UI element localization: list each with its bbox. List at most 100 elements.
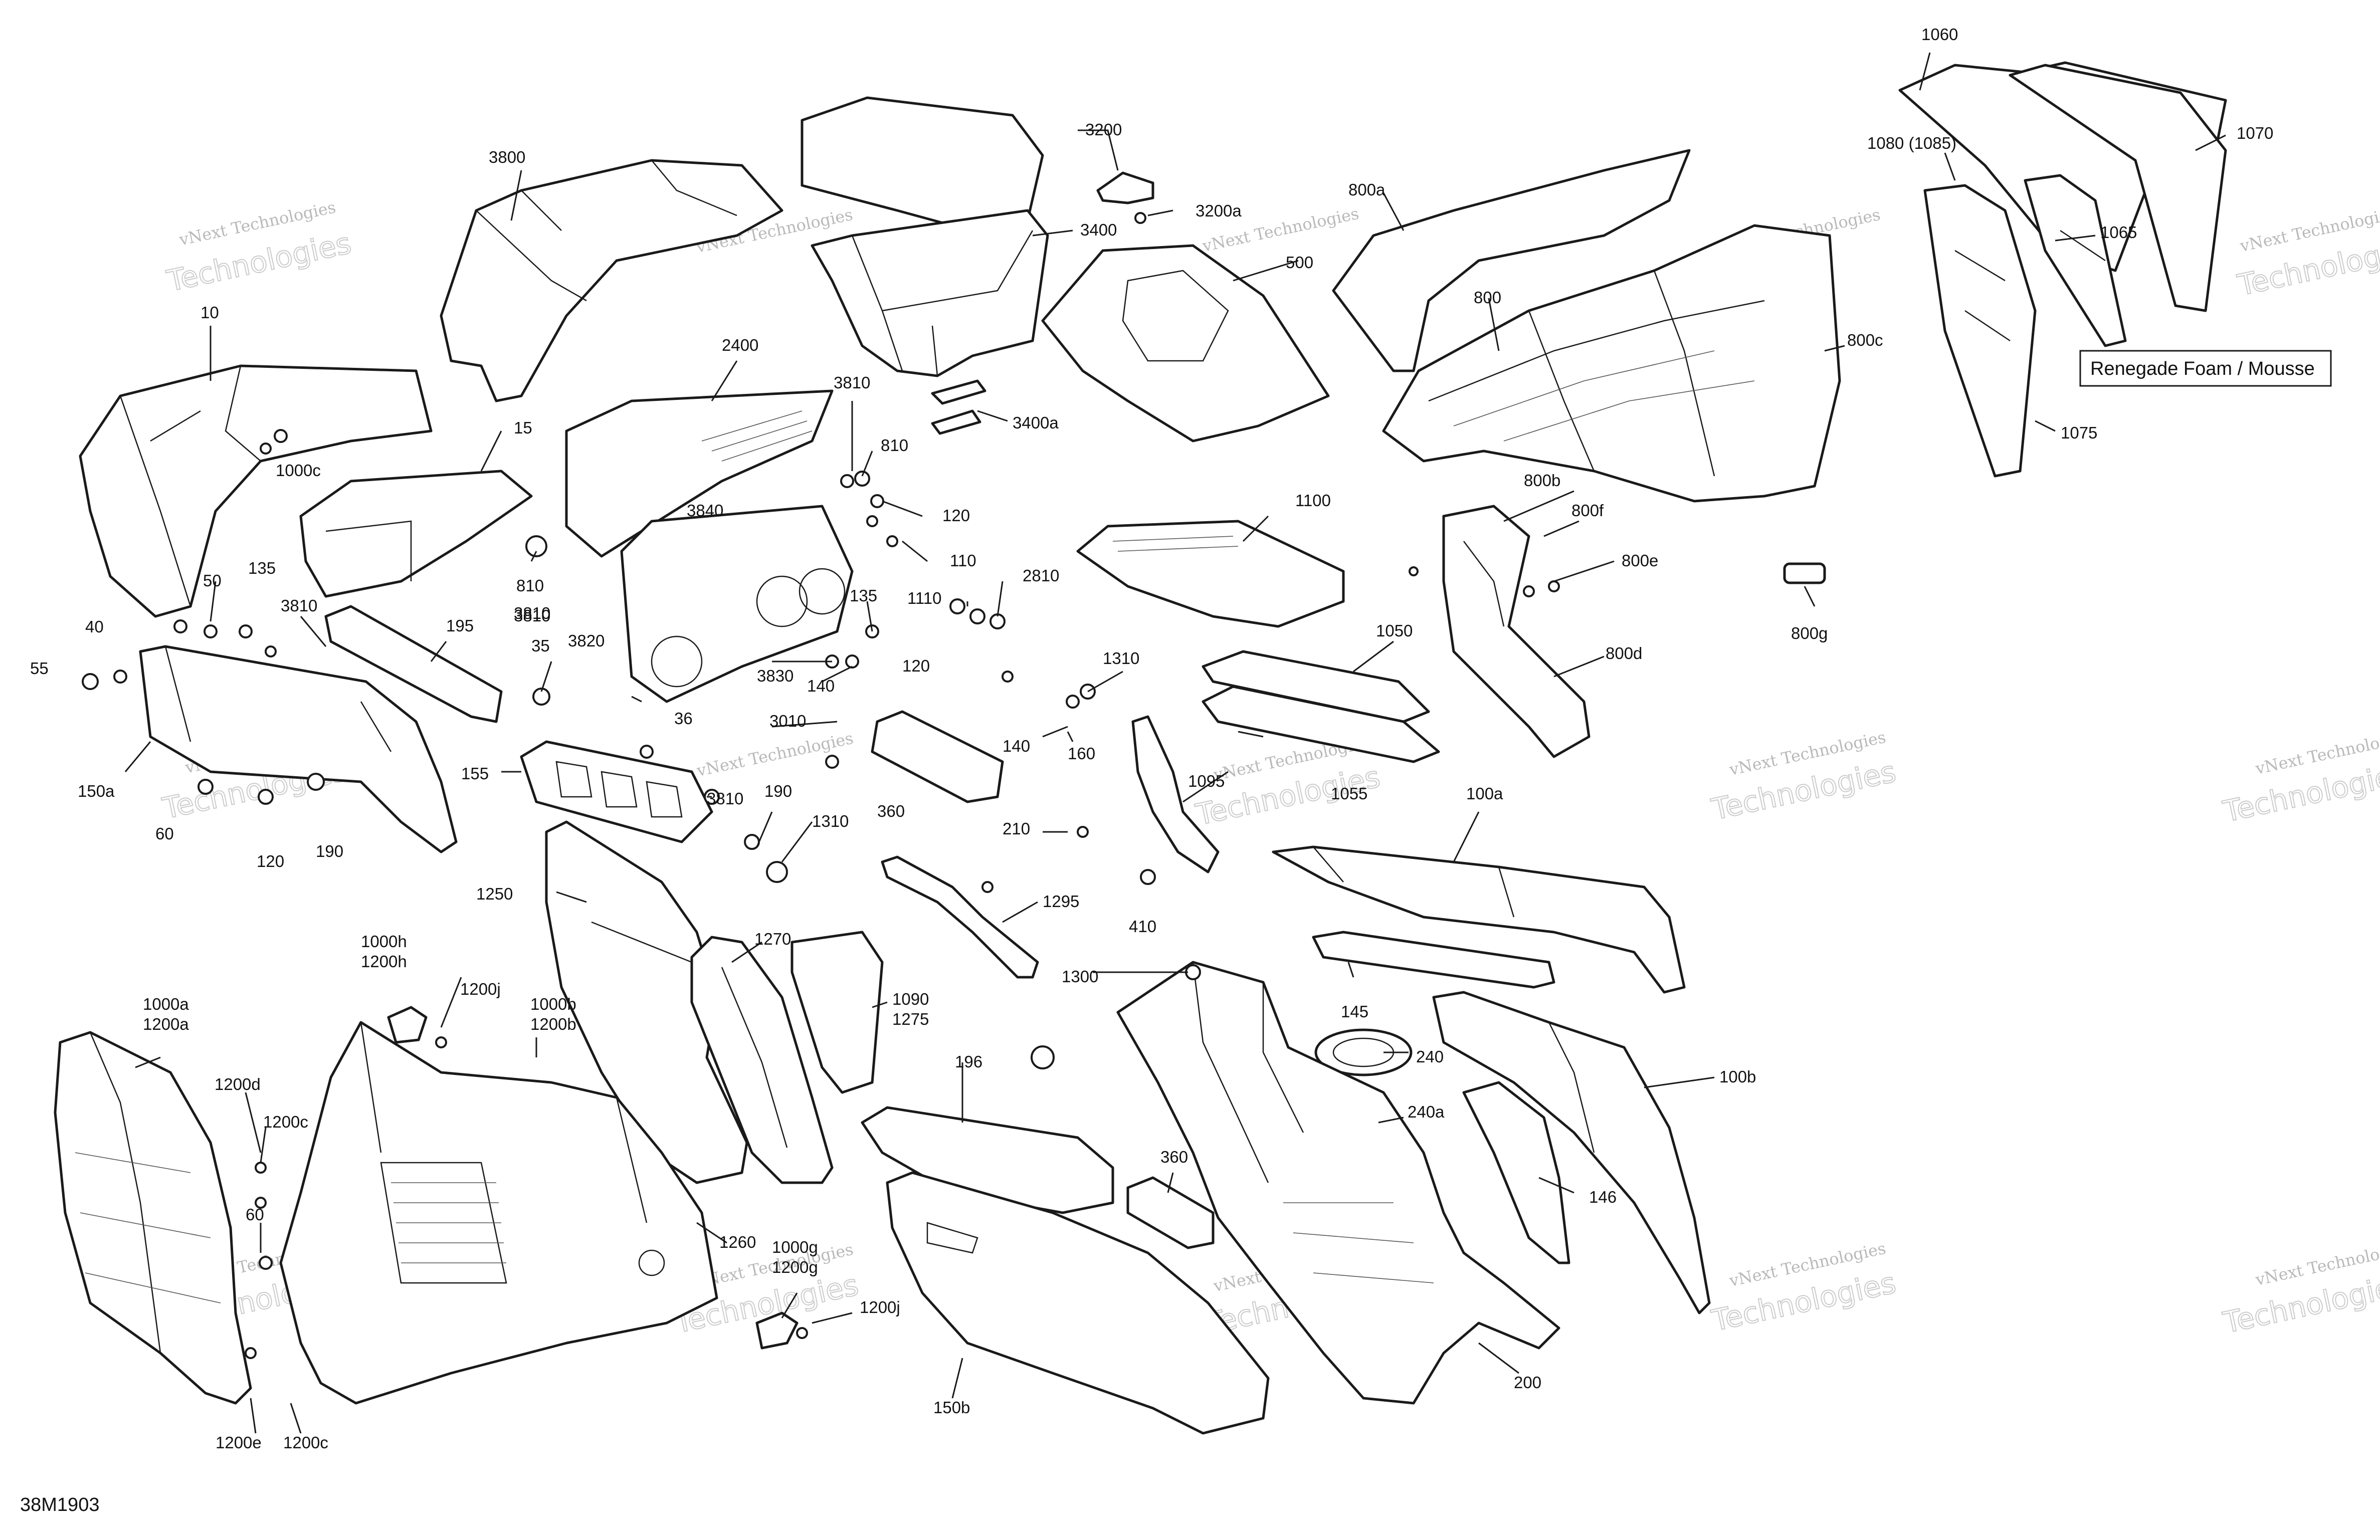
- parts: [54, 61, 2227, 1435]
- side-panel-150a: [139, 645, 458, 853]
- callout-label: 3400a: [1013, 413, 1059, 432]
- callout-label: 200: [1514, 1373, 1541, 1392]
- fastener-1300: [1031, 1045, 1055, 1069]
- callout-label: 360: [877, 802, 905, 820]
- callout-label: 800b: [1524, 471, 1560, 490]
- callout-label: 1110: [907, 589, 942, 607]
- callout-label: 800c: [1847, 331, 1883, 349]
- callout-label: 1200a: [143, 1015, 189, 1033]
- rail-100b: [1432, 991, 1711, 1314]
- note-box: Renegade Foam / Mousse: [2079, 350, 2332, 387]
- callout-label: 55: [30, 659, 49, 678]
- callout-label: 190: [764, 782, 792, 800]
- callout-label: 800: [1474, 288, 1501, 307]
- callout-label: 1070: [2237, 124, 2273, 142]
- callout-label: 800e: [1622, 551, 1658, 570]
- callout-label: 1200j: [460, 980, 501, 998]
- panel-196: [861, 1106, 1114, 1214]
- callout-labels: 1060 1070 1080 (1085) 1065 1075 3200 320…: [30, 25, 2273, 1452]
- callout-label: 810: [516, 576, 544, 595]
- pad-360: [871, 710, 1004, 803]
- callout-label: 1080 (1085): [1867, 134, 1956, 152]
- storage-bin-3400: [801, 96, 1049, 377]
- rail-100a: [1272, 845, 1686, 994]
- callout-label: 1270: [754, 930, 791, 948]
- side-panel-1000b: [279, 1021, 718, 1405]
- callout-label: 3800: [489, 148, 525, 166]
- foam-1250: [545, 820, 748, 1184]
- callout-label: 800d: [1606, 644, 1642, 663]
- panel-500: [1041, 244, 1330, 443]
- callout-label: 1000a: [143, 995, 189, 1013]
- callout-label: 146: [1589, 1188, 1617, 1206]
- strip-1295: [881, 855, 1039, 979]
- callout-label: 3820: [568, 631, 605, 650]
- fastener-1000h: [387, 1006, 428, 1044]
- callout-label: 1200e: [216, 1433, 262, 1452]
- callout-label: 140: [1003, 737, 1030, 755]
- callout-label: 1100: [1295, 491, 1331, 510]
- callout-label: 3200a: [1196, 201, 1242, 220]
- bracket-800d: [1442, 505, 1591, 758]
- callout-label: 120: [257, 852, 284, 870]
- callout-label: 1295: [1043, 892, 1079, 911]
- callout-label: 195: [446, 616, 474, 635]
- callout-label: 1310: [1103, 649, 1139, 668]
- callout-label: 2810: [1023, 566, 1059, 585]
- callout-label: 3810: [514, 604, 550, 622]
- tank-200: [1116, 961, 1560, 1405]
- strip-1095: [1131, 715, 1220, 873]
- callout-label: 3400: [1080, 221, 1117, 239]
- callout-label: 60: [246, 1205, 264, 1224]
- headlight-3840: [620, 505, 854, 703]
- callout-label: 1055: [1331, 784, 1367, 803]
- callout-label: 36: [674, 709, 693, 728]
- callout-label: 1200c: [263, 1113, 308, 1131]
- callout-label: 3810: [707, 789, 743, 808]
- callout-label: 500: [1286, 253, 1313, 272]
- vent-155: [520, 740, 713, 843]
- callout-label: 1200h: [361, 952, 407, 971]
- callout-label: 800a: [1348, 180, 1385, 199]
- callout-label: 150b: [933, 1398, 970, 1417]
- strip-145: [1312, 931, 1555, 989]
- callout-label: 1095: [1188, 772, 1225, 790]
- callout-label: 196: [955, 1052, 982, 1071]
- callout-label: 145: [1341, 1002, 1368, 1021]
- callout-label: 1065: [2100, 223, 2137, 242]
- note-box-label: Renegade Foam / Mousse: [2090, 358, 2315, 379]
- callout-label: 3010: [769, 712, 806, 730]
- panel-3800: [440, 159, 783, 402]
- callout-label: 1075: [2061, 423, 2097, 442]
- callout-label: 120: [902, 656, 930, 675]
- callout-label: 120: [942, 506, 970, 525]
- callout-label: 35: [531, 636, 550, 655]
- fastener-1000g: [755, 1311, 799, 1350]
- callout-label: 40: [85, 617, 104, 636]
- callout-label: 3810: [834, 373, 870, 392]
- callout-label: 1200c: [283, 1433, 328, 1452]
- callout-label: 800f: [1571, 501, 1604, 520]
- callout-label: 240: [1416, 1047, 1444, 1066]
- callout-label: 2400: [722, 336, 758, 354]
- foam-1060-1070: [1898, 61, 2227, 478]
- callout-label: 1000g: [772, 1238, 818, 1256]
- callout-label: 1000c: [276, 461, 321, 480]
- callout-label: 3830: [757, 667, 794, 685]
- pads-3400a: [931, 379, 986, 435]
- callout-label: 1090: [892, 990, 929, 1008]
- figure-id: 38M1903: [20, 1494, 99, 1515]
- trim-2400: [565, 389, 834, 558]
- callout-label: 1000b: [530, 995, 576, 1013]
- callout-label: 190: [316, 842, 343, 860]
- callout-label: 100b: [1719, 1067, 1756, 1086]
- nose-10: [79, 364, 433, 618]
- watermark-text: vNext Technologies: [695, 729, 855, 780]
- callout-label: 800g: [1791, 624, 1828, 642]
- callout-label: 160: [1068, 744, 1095, 763]
- trim-195: [324, 605, 503, 723]
- callout-label: 1050: [1376, 621, 1413, 640]
- foam-1270: [690, 936, 834, 1184]
- callout-label: 1250: [476, 885, 513, 903]
